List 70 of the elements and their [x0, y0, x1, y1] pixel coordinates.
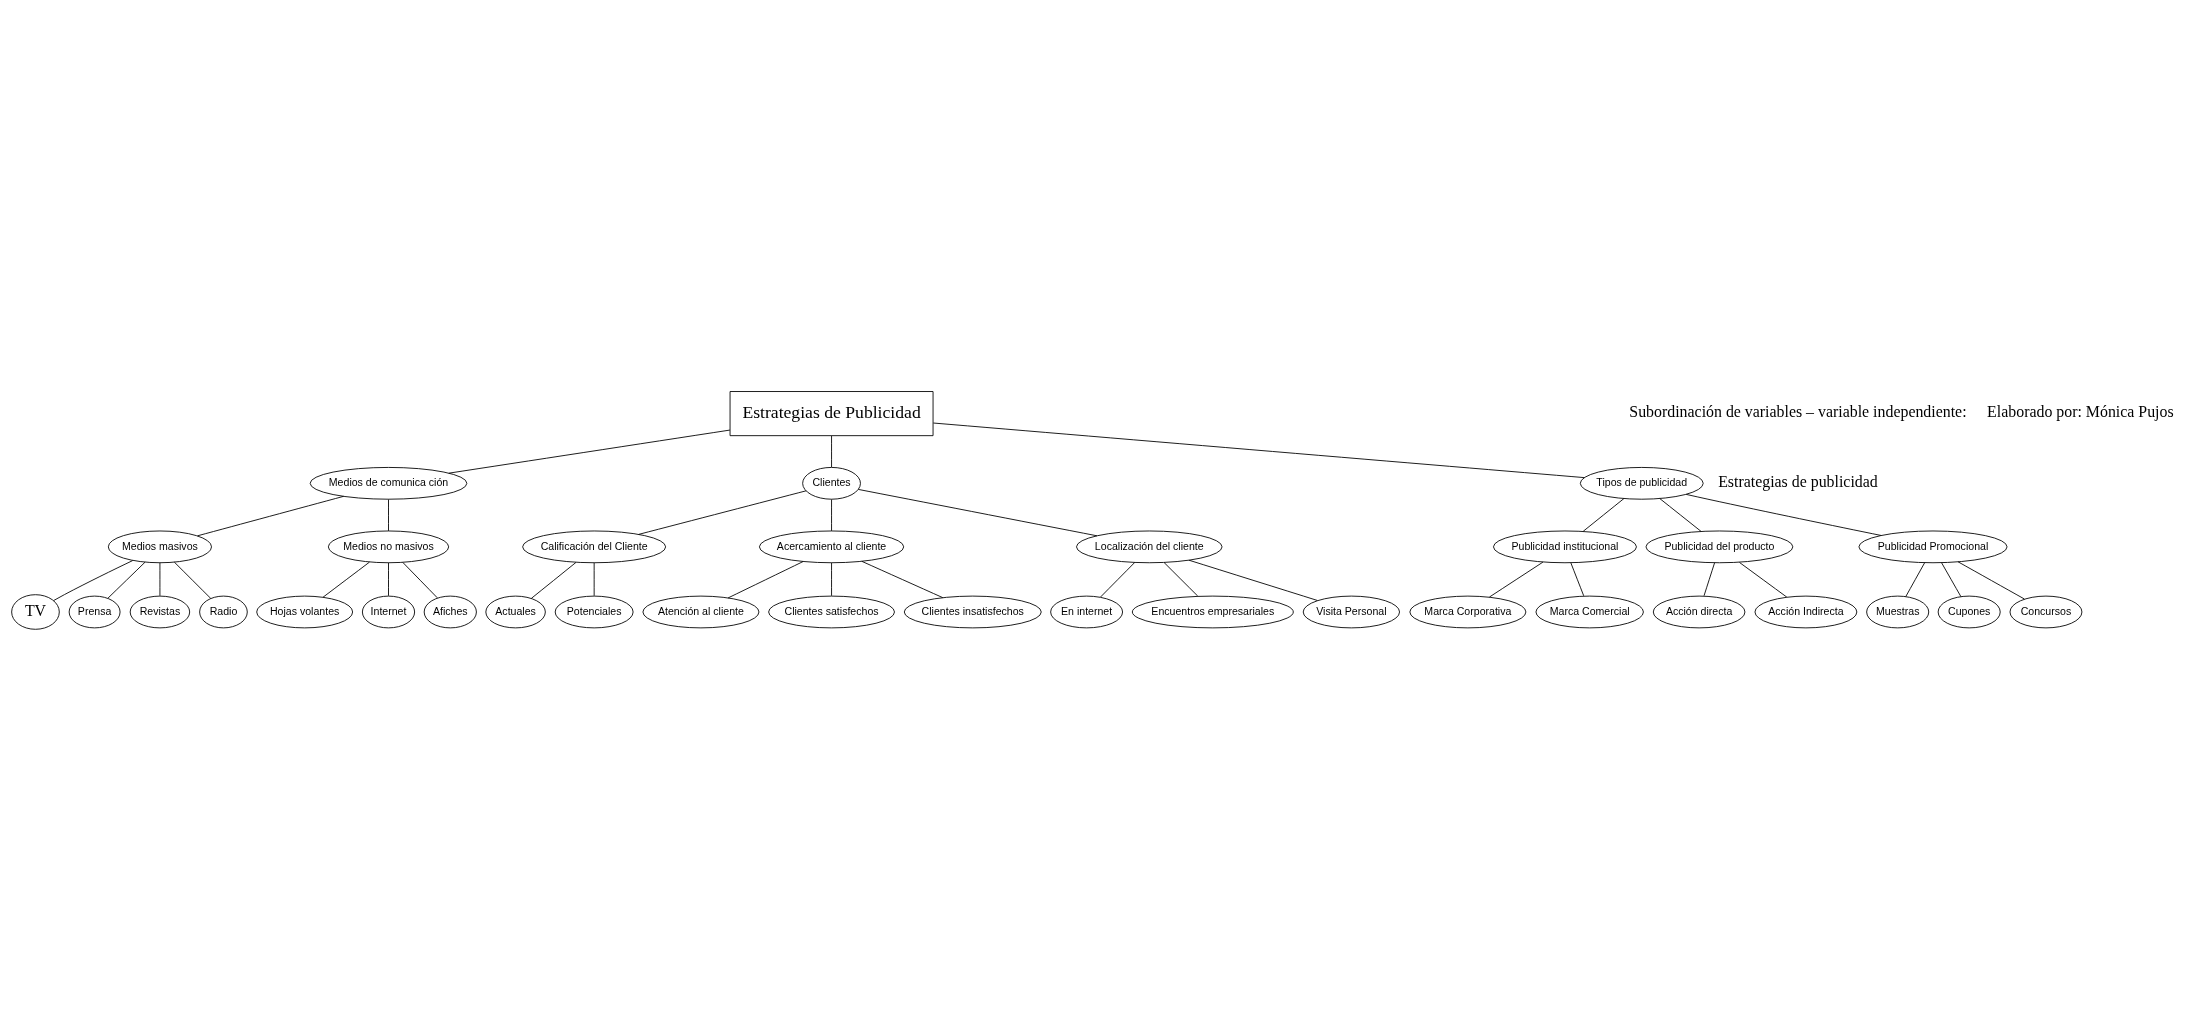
- node-ellipse: Publicidad del producto: [1645, 530, 1794, 564]
- connector: [1163, 562, 1199, 597]
- node-ellipse: Revistas: [129, 595, 191, 629]
- node-ellipse: Marca Comercial: [1535, 595, 1644, 629]
- connector: [173, 561, 212, 599]
- connector: [831, 435, 832, 468]
- node-ellipse: Acercamiento al cliente: [758, 530, 905, 564]
- connector: [831, 499, 832, 532]
- node-ellipse: TV: [11, 594, 60, 630]
- label: Subordinación de variables – variable independiente:: [1629, 403, 1967, 421]
- connector: [1941, 562, 1962, 598]
- node-ellipse: Medios masivos: [107, 530, 212, 564]
- node-ellipse: Muestras: [1866, 595, 1930, 629]
- connector: [861, 560, 944, 599]
- connector: [1489, 561, 1544, 598]
- node-ellipse: Clientes satisfechos: [768, 595, 895, 629]
- node-ellipse: Clientes insatisfechos: [903, 595, 1042, 629]
- connector: [197, 495, 345, 537]
- connector: [1188, 559, 1318, 601]
- node-ellipse: Clientes: [802, 467, 861, 500]
- node-ellipse: Concursos: [2009, 595, 2083, 629]
- node-ellipse: Hojas volantes: [256, 595, 354, 629]
- connector: [831, 562, 832, 597]
- node-ellipse: Visita Personal: [1302, 595, 1400, 629]
- connector: [1957, 561, 2025, 600]
- connector: [1905, 562, 1926, 598]
- node-ellipse: En internet: [1050, 595, 1124, 629]
- node-ellipse: Publicidad institucional: [1493, 530, 1637, 564]
- node-ellipse: Localización del cliente: [1076, 530, 1223, 564]
- node-ellipse: Acción directa: [1652, 595, 1746, 629]
- connector: [1685, 493, 1882, 536]
- connector: [388, 499, 389, 532]
- connector: [107, 561, 146, 599]
- node-ellipse: Afiches: [423, 595, 477, 629]
- node-ellipse: Publicidad Promocional: [1858, 530, 2008, 564]
- node-ellipse: Prensa: [68, 595, 121, 629]
- node-ellipse: Radio: [199, 595, 248, 629]
- node-ellipse: Acción Indirecta: [1754, 595, 1858, 629]
- label: Elaborado por: Mónica Pujos: [1987, 403, 2174, 421]
- connector: [322, 561, 370, 598]
- node-ellipse: Calificación del Cliente: [522, 530, 667, 564]
- connector: [857, 489, 1098, 537]
- connector: [402, 562, 438, 599]
- connector: [159, 562, 161, 597]
- node-box: Estrategias de Publicidad: [729, 391, 934, 437]
- node-ellipse: Actuales: [485, 595, 546, 629]
- connector: [530, 562, 577, 599]
- connector: [1100, 562, 1136, 598]
- connector: [1570, 562, 1585, 597]
- node-ellipse: Medios de comunica ción: [309, 467, 468, 500]
- connector: [388, 562, 389, 597]
- node-ellipse: Atención al cliente: [642, 595, 760, 629]
- label: Estrategias de publicidad: [1718, 473, 1878, 491]
- connector: [448, 429, 731, 474]
- connector: [932, 422, 1585, 479]
- connector: [1703, 562, 1716, 597]
- connector: [727, 561, 804, 599]
- node-ellipse: Internet: [361, 595, 416, 629]
- node-ellipse: Cupones: [1937, 595, 2001, 629]
- connector: [1739, 562, 1788, 598]
- connector: [1659, 498, 1702, 532]
- connector: [593, 562, 595, 597]
- connector: [638, 490, 807, 535]
- connector: [53, 560, 133, 602]
- node-ellipse: Medios no masivos: [327, 530, 450, 564]
- node-ellipse: Potenciales: [554, 595, 634, 629]
- node-ellipse: Tipos de publicidad: [1579, 467, 1704, 500]
- node-ellipse: Encuentros empresariales: [1131, 595, 1294, 629]
- connector: [1582, 498, 1625, 532]
- node-ellipse: Marca Corporativa: [1409, 595, 1527, 629]
